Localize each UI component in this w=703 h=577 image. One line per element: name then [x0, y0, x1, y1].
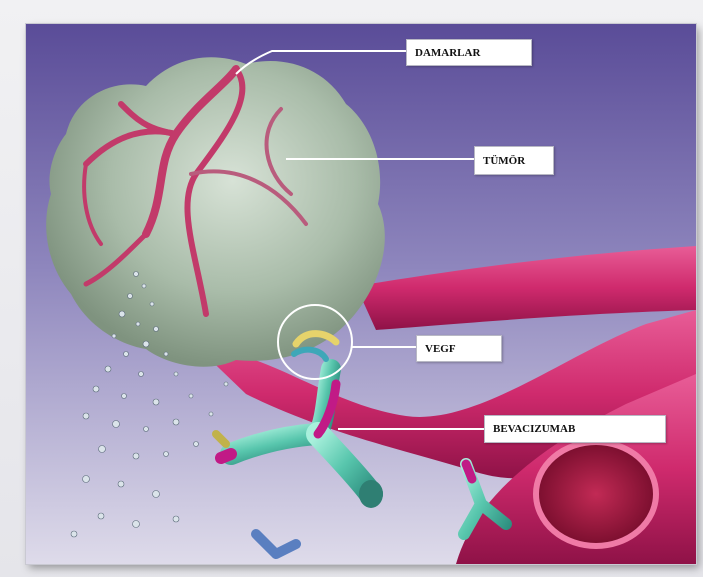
vegf-label-text: VEGF: [425, 343, 456, 355]
vegf-label: VEGF: [416, 335, 502, 362]
vessel-cross-section: [536, 442, 656, 546]
tumor-label-text: TÜMÖR: [483, 155, 525, 167]
tumor: [46, 57, 385, 366]
vessels-label-text: DAMARLAR: [415, 47, 480, 59]
bevacizumab-label-text: BEVACIZUMAB: [493, 423, 575, 435]
bevacizumab-label: BEVACIZUMAB: [484, 415, 666, 443]
vessels-label: DAMARLAR: [406, 39, 532, 66]
tumor-angiogenesis-illustration: [26, 24, 696, 564]
tumor-label: TÜMÖR: [474, 146, 554, 175]
illustration-scene: [26, 24, 696, 564]
